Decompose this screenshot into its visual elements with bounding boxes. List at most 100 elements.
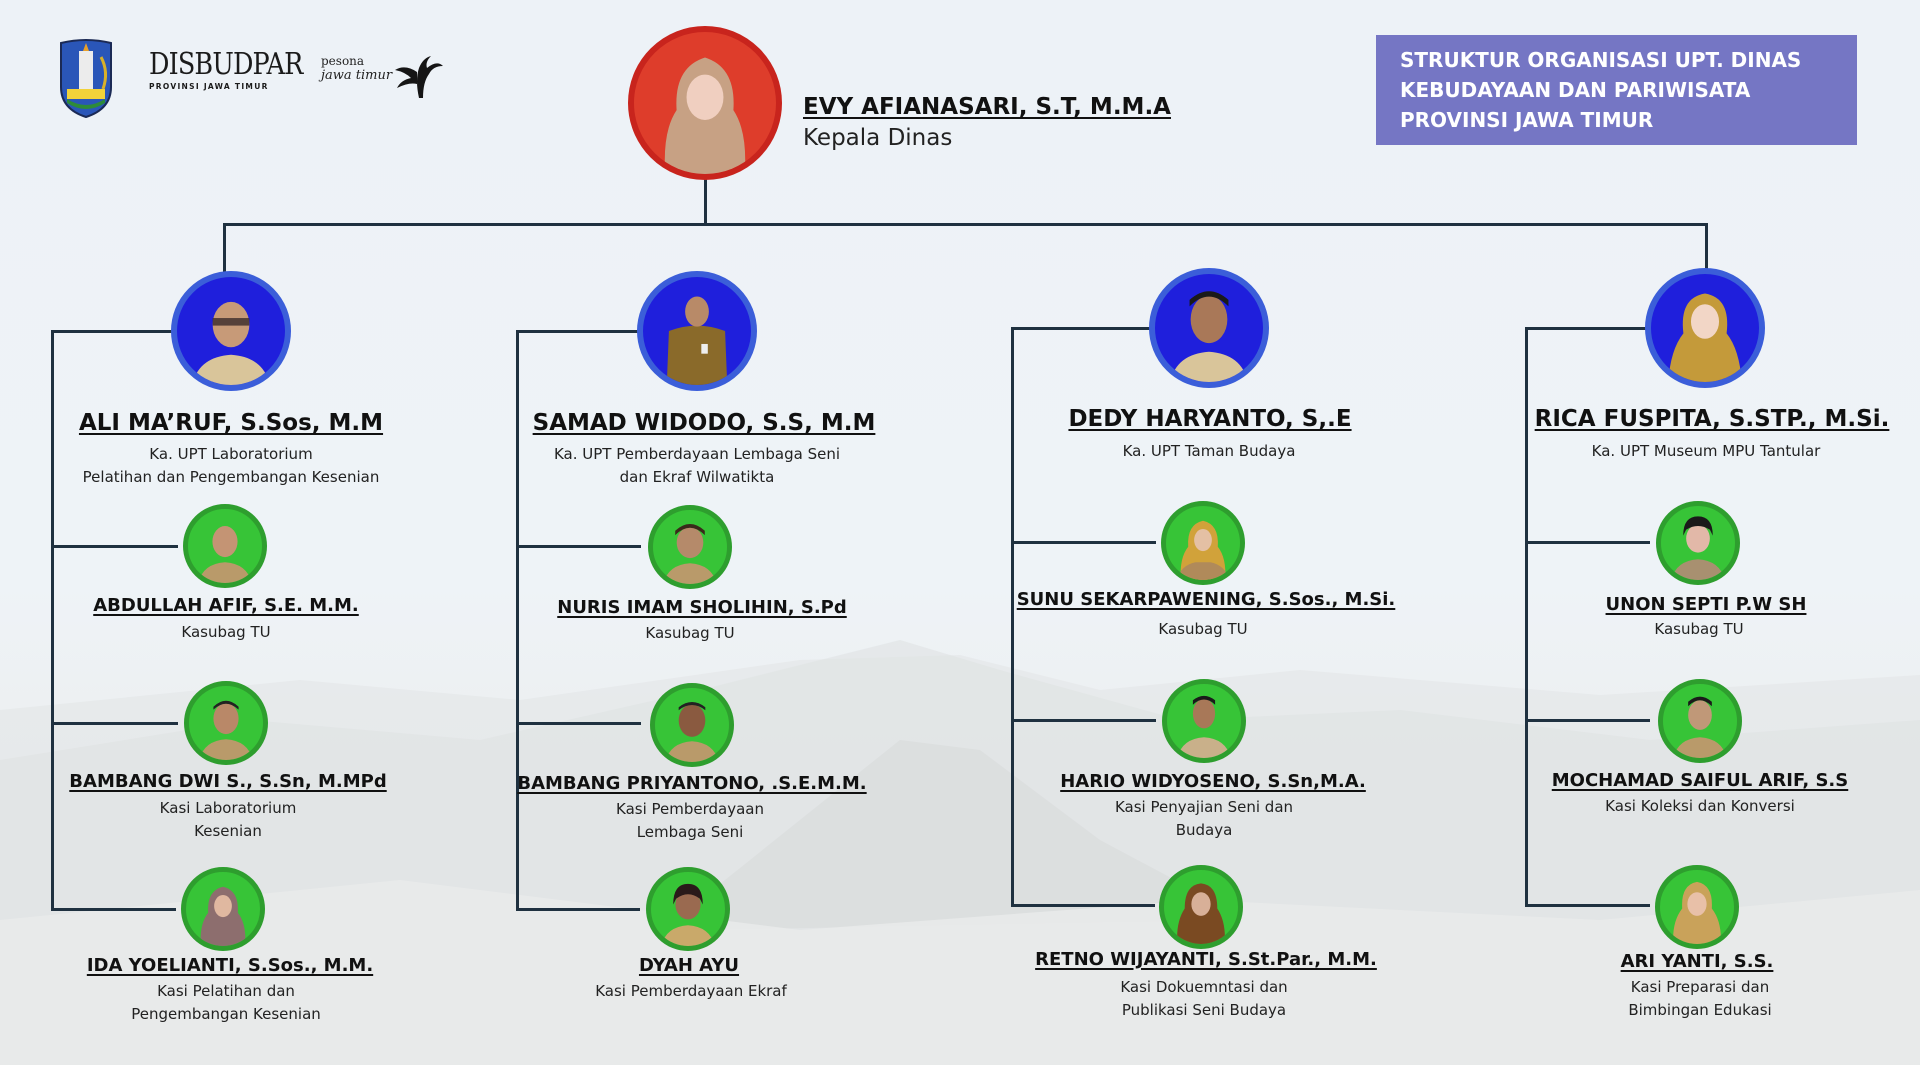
avatar-col3-staff-1: [1161, 501, 1245, 585]
person-photo-icon: [1177, 695, 1231, 758]
avatar-col4-staff-3: [1655, 865, 1739, 949]
staff-role: Kasi Laboratorium Kesenian: [159, 799, 297, 840]
staff-name: BAMBANG DWI S., S.Sn, M.MPd: [69, 771, 387, 792]
connector-col4-branch: [1525, 904, 1650, 907]
avatar-col1-head: [171, 271, 291, 391]
avatar-col3-head: [1149, 268, 1269, 388]
staff-name: DYAH AYU: [638, 955, 740, 976]
person-photo-icon: [192, 301, 270, 385]
person-photo-icon: [1673, 696, 1727, 758]
avatar-kepala-dinas: [628, 26, 782, 180]
staff-role: Kasi Pemberdayaan Ekraf: [595, 982, 787, 1000]
head-name: RICA FUSPITA, S.STP., M.Si.: [1534, 406, 1890, 432]
head-name: DEDY HARYANTO, S,.E: [1068, 406, 1352, 432]
staff-name: ABDULLAH AFIF, S.E. M.M.: [93, 595, 359, 616]
connector-col4-branch: [1525, 719, 1650, 722]
connector-col1-branch: [51, 722, 178, 725]
connector-col1-branch: [51, 908, 176, 911]
avatar-col2-staff-3: [646, 867, 730, 951]
title-line: STRUKTUR ORGANISASI UPT. DINAS: [1400, 48, 1802, 72]
connector-col2-vertical: [516, 330, 519, 911]
connector-col2-head-branch: [516, 330, 638, 333]
head-role: Ka. UPT Taman Budaya: [1122, 442, 1296, 460]
person-photo-icon: [1176, 520, 1230, 580]
avatar-col4-staff-2: [1658, 679, 1742, 763]
jawa-timur-emblem: [57, 37, 115, 119]
connector-col2-branch: [516, 545, 641, 548]
connector-col1-branch: [51, 545, 178, 548]
person-photo-icon: [1673, 881, 1721, 944]
staff-name: BAMBANG PRIYANTONO, .S.E.M.M.: [517, 773, 867, 794]
avatar-col1-staff-1: [183, 504, 267, 588]
title-line: KEBUDAYAAN DAN PARIWISATA: [1400, 78, 1751, 102]
connector-col2-branch: [516, 908, 640, 911]
connector-col4-vertical: [1525, 327, 1528, 907]
top-name: EVY AFIANASARI, S.T, M.M.A: [803, 94, 1171, 120]
person-photo-icon: [665, 702, 719, 762]
pesona-jawa-timur-logo: pesona jawa timur: [321, 50, 446, 100]
connector-main-horizontal: [223, 223, 1708, 226]
emblem-icon: [60, 39, 112, 119]
staff-name: UNON SEPTI P.W SH: [1605, 594, 1807, 615]
person-photo-icon: [199, 700, 253, 760]
avatar-col4-head: [1645, 268, 1765, 388]
staff-name: SUNU SEKARPAWENING, S.Sos., M.Si.: [1016, 589, 1396, 610]
avatar-col2-staff-1: [648, 505, 732, 589]
avatar-col2-head: [637, 271, 757, 391]
connector-col3-branch: [1011, 904, 1155, 907]
staff-role: Kasi Koleksi dan Konversi: [1605, 797, 1795, 815]
top-role: Kepala Dinas: [803, 125, 953, 151]
connector-col4-branch: [1525, 541, 1650, 544]
staff-role: Kasi Dokuemntasi dan Publikasi Seni Buda…: [1120, 978, 1288, 1019]
connector-top-stem: [704, 175, 707, 225]
person-photo-icon: [666, 296, 728, 385]
staff-role: Kasubag TU: [645, 624, 735, 642]
avatar-col3-staff-3: [1159, 865, 1243, 949]
connector-col3-head-branch: [1011, 327, 1151, 330]
staff-name: IDA YOELIANTI, S.Sos., M.M.: [86, 955, 374, 976]
person-photo-icon: [661, 883, 715, 946]
staff-name: ARI YANTI, S.S.: [1620, 951, 1774, 972]
connector-col3-vertical: [1011, 327, 1014, 907]
staff-role: Kasubag TU: [1158, 620, 1248, 638]
title-line: PROVINSI JAWA TIMUR: [1400, 108, 1654, 132]
connector-col1-vertical: [51, 330, 54, 911]
staff-name: NURIS IMAM SHOLIHIN, S.Pd: [557, 597, 847, 618]
disbudpar-logo: DISBUDPAR PROVINSI JAWA TIMUR: [149, 47, 303, 92]
person-photo-icon: [200, 886, 246, 946]
staff-role: Kasubag TU: [181, 623, 271, 641]
title-banner: STRUKTUR ORGANISASI UPT. DINAS KEBUDAYAA…: [1376, 35, 1857, 145]
head-role: Ka. UPT Museum MPU Tantular: [1591, 442, 1821, 460]
staff-name: MOCHAMAD SAIFUL ARIF, S.S: [1551, 770, 1849, 791]
connector-col4-drop: [1705, 223, 1708, 271]
avatar-col1-staff-3: [181, 867, 265, 951]
person-photo-icon: [1671, 516, 1725, 580]
staff-name: RETNO WIJAYANTI, S.St.Par., M.M.: [1035, 949, 1377, 970]
staff-name: HARIO WIDYOSENO, S.Sn,M.A.: [1060, 771, 1366, 792]
person-photo-icon: [663, 524, 717, 584]
staff-role: Kasi Penyajian Seni dan Budaya: [1114, 798, 1294, 839]
connector-col1-drop: [223, 223, 226, 273]
avatar-col3-staff-2: [1162, 679, 1246, 763]
person-photo-icon: [198, 526, 252, 583]
head-role: Ka. UPT Laboratorium Pelatihan dan Penge…: [82, 445, 380, 486]
head-name: ALI MA’RUF, S.Sos, M.M: [78, 410, 384, 436]
connector-col2-branch: [516, 722, 641, 725]
person-photo-icon: [1170, 291, 1248, 382]
connector-col3-branch: [1011, 541, 1156, 544]
person-photo-icon: [664, 57, 746, 174]
person-photo-icon: [1177, 883, 1225, 944]
connector-col1-head-branch: [51, 330, 173, 333]
connector-col3-branch: [1011, 719, 1156, 722]
avatar-col4-staff-1: [1656, 501, 1740, 585]
avatar-col2-staff-2: [650, 683, 734, 767]
staff-role: Kasi Pelatihan dan Pengembangan Kesenian: [131, 982, 321, 1023]
bird-icon: [395, 56, 443, 98]
head-name: SAMAD WIDODO, S.S, M.M: [532, 410, 876, 436]
staff-role: Kasi Preparasi dan Bimbingan Edukasi: [1628, 978, 1772, 1019]
head-role: Ka. UPT Pemberdayaan Lembaga Seni dan Ek…: [553, 445, 841, 486]
connector-col4-head-branch: [1525, 327, 1647, 330]
avatar-col1-staff-2: [184, 681, 268, 765]
mountain-background: [0, 640, 1920, 1065]
